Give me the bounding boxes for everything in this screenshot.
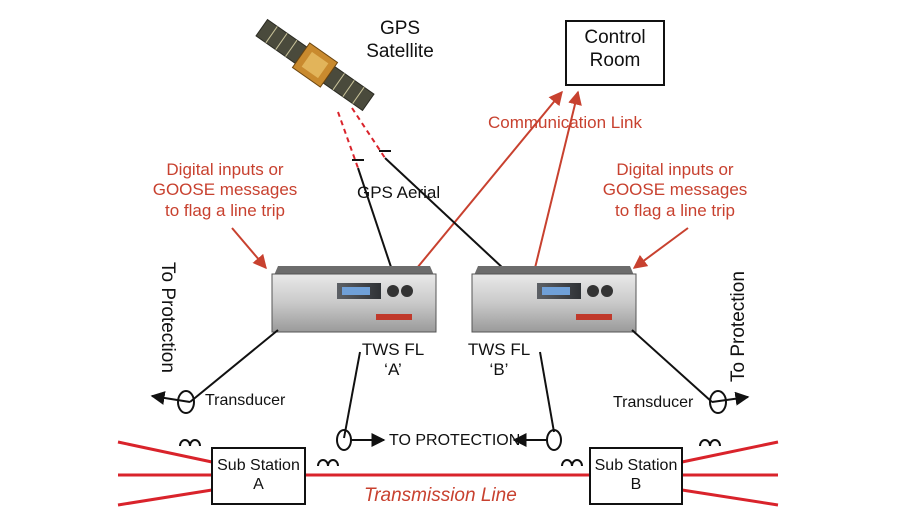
- digital-inputs-right-line2: GOOSE messages: [602, 180, 748, 200]
- to-protection-center-label: TO PROTECTION: [389, 432, 521, 449]
- digital-inputs-left-line3: to flag a line trip: [164, 200, 285, 220]
- comm-link-arrow-b: [534, 90, 582, 269]
- substation-b-label-line1: Sub Station: [594, 457, 678, 474]
- unit-b-measure-line: [539, 351, 555, 433]
- transducer-left-label: Transducer: [205, 392, 286, 409]
- substation-a-box: [211, 447, 306, 505]
- substation-a-label: Sub Station A: [212, 456, 305, 494]
- transducer-ring-right: [709, 390, 727, 414]
- ct-coil-icon-right-inner: [561, 459, 583, 467]
- ct-coil-icon-right-outer: [699, 439, 721, 447]
- digital-inputs-right-line1: Digital inputs or: [616, 160, 734, 179]
- control-room-label-line1: Control: [584, 27, 646, 48]
- gps-satellite-icon: [255, 18, 375, 112]
- transducer-right-label: Transducer: [613, 394, 694, 411]
- unit-a-to-transducer-line: [189, 329, 279, 403]
- unit-a-measure-line: [343, 351, 361, 439]
- substation-a-label-line2: A: [253, 476, 264, 494]
- gps-satellite-label-line2: Satellite: [366, 40, 434, 62]
- control-room-label-line2: Room: [589, 49, 641, 71]
- comm-link-arrow-a: [416, 90, 563, 269]
- gps-cable-a: [357, 167, 393, 271]
- substation-a-label-line1: Sub Station: [217, 457, 300, 474]
- tws-unit-a-device: [271, 266, 437, 333]
- ct-coil-icon-left-inner: [317, 459, 339, 467]
- transducer-ring-left: [177, 390, 195, 414]
- gps-satellite-label: GPS Satellite: [360, 18, 440, 64]
- tws-unit-b-device: [471, 266, 637, 333]
- substation-b-box: [589, 447, 683, 505]
- measure-ring-b: [546, 429, 562, 451]
- gps-satellite-label-line1: GPS: [379, 18, 421, 39]
- ct-coil-icon-left-outer: [179, 439, 201, 447]
- transmission-line-label: Transmission Line: [364, 485, 517, 506]
- tws-unit-a-label: TWS FL ‘A’: [360, 340, 426, 381]
- digital-input-arrow-right: [632, 227, 689, 269]
- gps-signal-line-b: [351, 107, 386, 159]
- digital-inputs-right-label: Digital inputs or GOOSE messages to flag…: [590, 160, 760, 221]
- digital-inputs-right-line3: to flag a line trip: [614, 200, 735, 220]
- ct-coil-icons: [179, 439, 721, 467]
- digital-input-arrow-left: [231, 227, 267, 270]
- to-protection-right-label: To Protection: [728, 271, 749, 382]
- unit-b-to-transducer-line: [631, 329, 713, 403]
- tws-unit-a-label-line2: ‘A’: [384, 360, 402, 380]
- gps-signal-line-a: [337, 111, 359, 169]
- tws-unit-a-label-line1: TWS FL: [361, 340, 425, 359]
- to-protection-arrow-right: [711, 391, 750, 406]
- tws-unit-b-label-line1: TWS FL: [467, 340, 531, 359]
- substation-b-label: Sub Station B: [590, 456, 682, 494]
- digital-inputs-left-line1: Digital inputs or: [166, 160, 284, 179]
- control-room-box: [565, 20, 665, 86]
- gps-cable-b: [384, 157, 506, 271]
- gps-aerial-label: GPS Aerial: [357, 183, 441, 202]
- substation-b-label-line2: B: [630, 476, 642, 494]
- communication-link-label: Communication Link: [487, 113, 642, 132]
- digital-inputs-left-line2: GOOSE messages: [152, 180, 298, 200]
- tws-unit-b-label-line2: ‘B’: [489, 360, 509, 380]
- digital-inputs-left-label: Digital inputs or GOOSE messages to flag…: [140, 160, 310, 221]
- transmission-lines: [117, 440, 779, 507]
- tws-unit-b-label: TWS FL ‘B’: [466, 340, 532, 381]
- to-protection-left-label: To Protection: [157, 262, 178, 373]
- to-protection-arrow-left: [150, 391, 191, 405]
- control-room-label: Control Room: [566, 27, 664, 73]
